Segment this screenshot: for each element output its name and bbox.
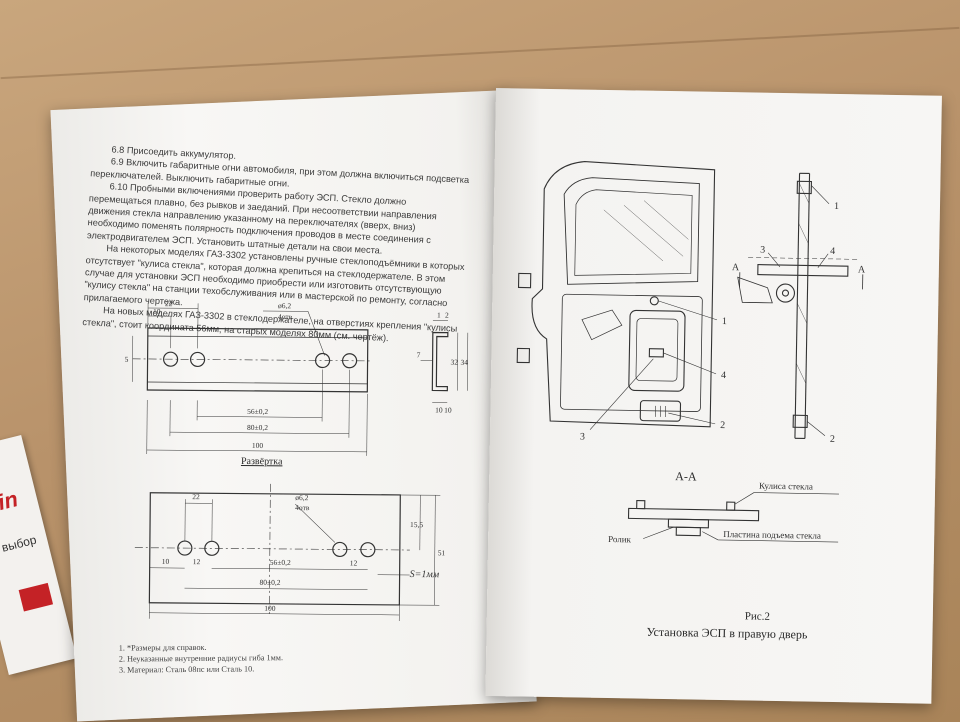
callout-number: 4 <box>830 246 835 257</box>
dim-label: 10 <box>435 405 443 414</box>
section-label-slide: Кулиса стекла <box>759 481 813 492</box>
dim-label: 34 <box>461 358 469 367</box>
dim-label: 5 <box>125 355 129 364</box>
dim-label: 22 <box>165 299 173 308</box>
thickness-label: S=1мм <box>410 569 440 580</box>
dim-label: ø6,2 <box>278 301 291 310</box>
dim-label: 1 <box>437 311 441 320</box>
dim-label: 32 <box>451 358 459 367</box>
section-label-roller: Ролик <box>608 534 632 544</box>
dim-label: ø6,2 <box>295 493 308 502</box>
right-page: 1 3 4 2 <box>485 88 942 704</box>
dim-label: 4отв <box>295 503 310 512</box>
dim-label: 15,5 <box>410 520 423 529</box>
callout-number: 3 <box>580 432 585 443</box>
dim-label: 22 <box>192 492 200 501</box>
brand-red-stripe <box>18 582 54 612</box>
brand-subtitle: й выбор <box>0 532 38 558</box>
dim-label: 4отв <box>278 312 293 321</box>
section-marker: А <box>732 262 740 273</box>
section-marker: А <box>858 264 866 275</box>
dim-label: 10 <box>153 307 161 316</box>
callout-number: 3 <box>760 245 765 256</box>
dim-label: 80±0,2 <box>260 578 281 587</box>
callout-number: 2 <box>720 420 725 431</box>
section-aa-drawing: Кулиса стекла Ролик Пластина подъема сте… <box>608 481 839 544</box>
dim-label: 10 <box>444 406 452 415</box>
figure-number: Рис.2 <box>744 610 771 623</box>
callout-number: 1 <box>722 316 727 327</box>
dim-label: 12 <box>350 559 358 568</box>
left-page: 6.8 Присоедить аккумулятор. 6.9 Включить… <box>50 90 537 722</box>
callout-number: 4 <box>721 370 726 381</box>
brand-logo-text: Lin <box>0 486 21 519</box>
callout-number: 2 <box>830 434 835 445</box>
drawing-notes: 1. *Размеры для справок. 2. Неуказанные … <box>119 640 379 675</box>
dim-label: 56±0,2 <box>270 558 291 567</box>
door-drawing: 1 3 4 2 <box>516 161 727 443</box>
dim-label: 12 <box>193 557 201 566</box>
part-drawing-flat: 22 ø6,2 4отв 10 12 56±0,2 12 80±0,2 100 … <box>134 483 446 621</box>
callout-number: 1 <box>834 201 839 212</box>
dim-label: 100 <box>264 604 276 613</box>
dim-label: 56±0,2 <box>247 407 268 416</box>
dim-label: 7 <box>417 350 421 359</box>
dim-label: 51 <box>438 548 446 557</box>
part-drawing-top: 22 10 ø6,2 4отв 56±0,2 80±0,2 100 5 1 2 … <box>125 299 469 456</box>
note-line: 3. Материал: Сталь 08пс или Сталь 10. <box>118 664 255 675</box>
dim-label: 80±0,2 <box>247 423 268 432</box>
dim-label: 10 <box>162 557 170 566</box>
dim-label: 100 <box>252 441 264 450</box>
dim-label: 2 <box>445 311 449 320</box>
section-label-plate: Пластина подъема стекла <box>723 529 821 541</box>
figure-title: Установка ЭСП в правую дверь <box>646 624 808 642</box>
regulator-side-view: 1 3 4 2 А А <box>732 172 866 445</box>
